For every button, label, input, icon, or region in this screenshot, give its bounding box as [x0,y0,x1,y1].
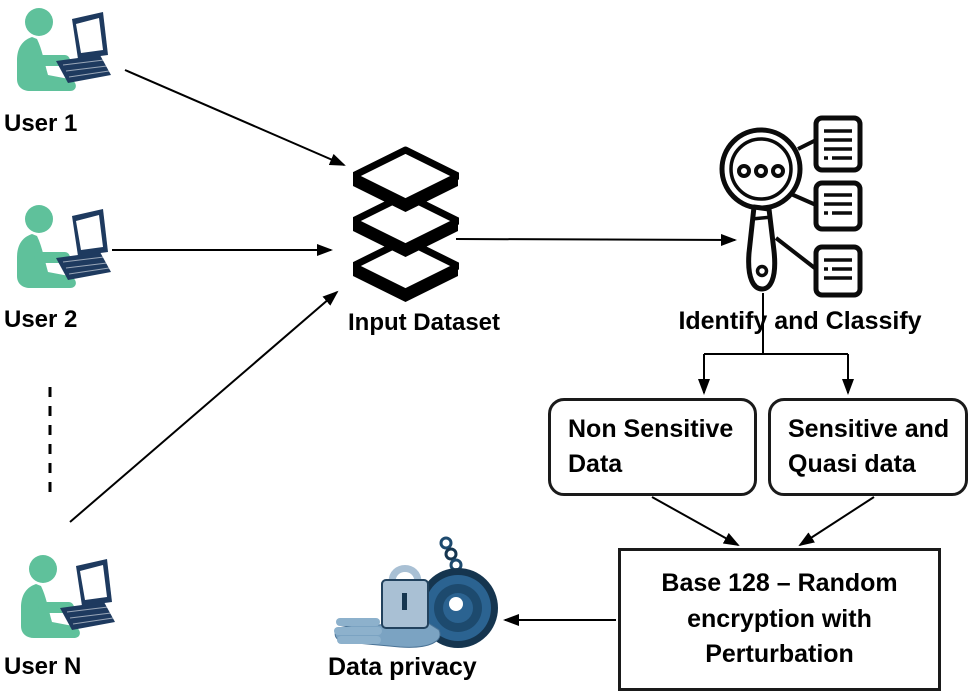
encryption-text: Base 128 – Random encryption with Pertur… [661,569,898,669]
finger [336,618,380,626]
user1-laptop-icon [17,8,111,91]
non-sensitive-data-text: Non Sensitive Data [568,414,734,479]
person-body [17,234,76,288]
user2-laptop-icon [17,205,111,288]
magnifier-handle [746,204,778,292]
userN-laptop-icon [21,555,115,638]
document-card [813,180,863,232]
layer-top [353,146,459,212]
data-privacy-label: Data privacy [328,653,477,681]
person-body [21,584,80,638]
arrow-userN-to-dataset [69,290,339,523]
chain-link [444,547,458,561]
person-head [29,555,57,583]
keyhole [402,593,407,610]
classify-connectors [774,138,818,271]
user1-label: User 1 [4,110,78,137]
identify-classify-label: Identify and Classify [678,307,922,335]
data-privacy-lock-image [334,536,498,648]
person-head [25,8,53,36]
chain-link [439,536,453,550]
lens-dot [737,164,751,178]
lens-dot [754,164,768,178]
sensitive-quasi-data-text: Sensitive and Quasi data [788,414,950,479]
person-head [25,205,53,233]
arrow-sensitive-to-encryption [798,496,875,547]
non-sensitive-data-box: Non Sensitive Data [548,398,757,496]
finger [337,636,381,644]
padlock-shackle [388,565,422,583]
document-card [813,115,863,173]
encryption-box: Base 128 – Random encryption with Pertur… [618,548,941,691]
finger [334,627,382,635]
arrow-dataset-to-classify [455,233,737,246]
layer-bottom [353,236,459,302]
user2-label: User 2 [4,306,78,333]
userN-label: User N [4,653,82,680]
lens-dot [771,164,785,178]
identify-classify-icon [719,115,863,298]
arrow-non-sensitive-to-encryption [651,496,740,546]
document-card [813,244,863,298]
person-body [17,37,76,91]
arrow-user1-to-dataset [124,69,346,166]
sensitive-quasi-data-box: Sensitive and Quasi data [768,398,968,496]
layer-middle [353,191,459,257]
input-dataset-label: Input Dataset [347,309,500,336]
dataset-layers-icon [353,146,459,302]
